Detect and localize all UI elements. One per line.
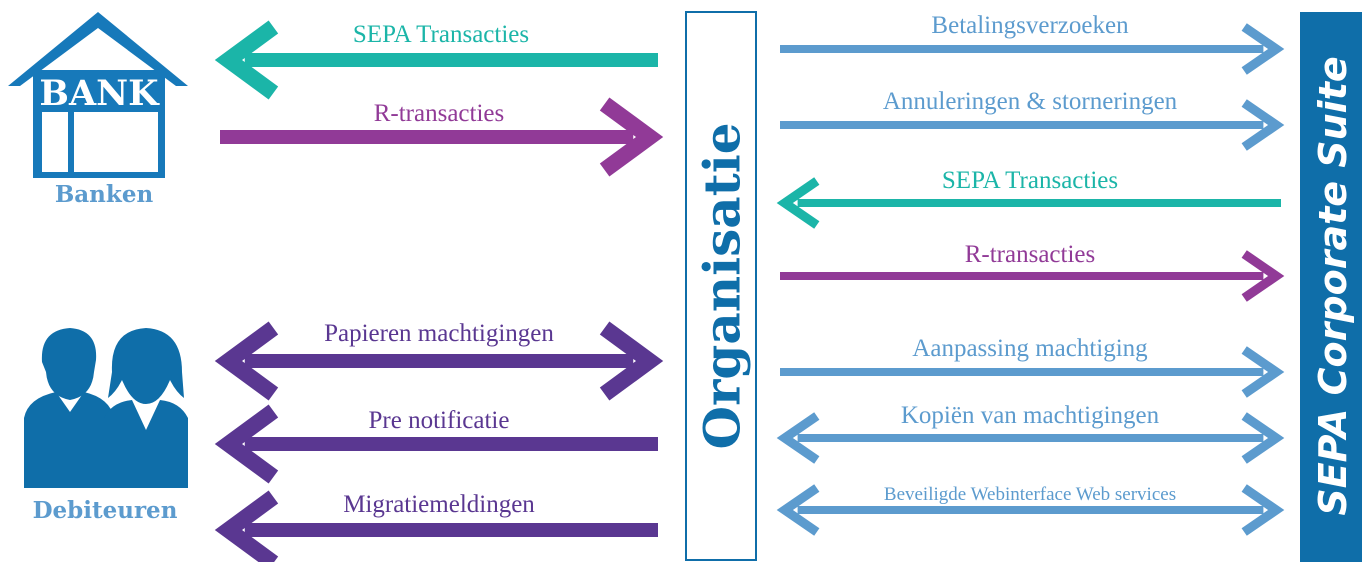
right-flow-label: SEPA Transacties xyxy=(942,167,1118,194)
left-flow-1: SEPA Transacties xyxy=(214,20,658,100)
left-flow-3: Papieren machtigingen xyxy=(214,320,664,401)
arrow-head-left xyxy=(214,490,279,562)
right-flow-label: Aanpassing machtiging xyxy=(912,335,1148,362)
bank-icon-text: BANK xyxy=(39,73,160,114)
arrow-shaft xyxy=(244,437,658,451)
suite-bar xyxy=(1300,12,1362,562)
organisation-box xyxy=(685,11,757,561)
arrow-right-flow-2 xyxy=(780,99,1285,151)
arrow-right-flow-1 xyxy=(780,23,1285,75)
organisation-label: Organisatie xyxy=(693,122,752,449)
arrow-left-flow-2 xyxy=(220,97,664,177)
arrow-head-left xyxy=(776,412,820,464)
arrow-head-right xyxy=(1241,484,1285,536)
arrow-head-left xyxy=(776,484,820,536)
arrow-shaft xyxy=(780,368,1264,376)
arrow-shaft xyxy=(797,199,1281,207)
suite-label: SEPA Corporate Suite xyxy=(1311,56,1355,515)
arrow-shaft xyxy=(780,121,1264,129)
arrow-left-flow-1 xyxy=(214,20,658,100)
arrow-shaft xyxy=(780,45,1264,53)
right-flow-2: Annuleringen & storneringen xyxy=(780,88,1285,151)
arrow-right-flow-6 xyxy=(776,412,1285,464)
arrow-head-right xyxy=(1241,412,1285,464)
left-flow-label: Migratiemeldingen xyxy=(343,491,535,518)
right-flow-6: Kopiën van machtigingen xyxy=(776,402,1285,464)
arrow-left-flow-4 xyxy=(214,404,658,484)
right-flow-5: Aanpassing machtiging xyxy=(780,335,1285,398)
left-flow-label: Pre notificatie xyxy=(369,407,510,434)
left-flow-label: Papieren machtigingen xyxy=(324,320,554,347)
left-flow-label: SEPA Transacties xyxy=(353,21,529,48)
right-flow-3: SEPA Transacties xyxy=(776,167,1281,229)
arrow-right-flow-4 xyxy=(780,250,1285,302)
arrow-shaft xyxy=(244,53,658,67)
right-flow-label: Kopiën van machtigingen xyxy=(901,402,1160,429)
arrow-head-left xyxy=(214,20,279,100)
arrow-head-right xyxy=(1241,250,1285,302)
left-flow-4: Pre notificatie xyxy=(214,404,658,484)
left-flow-2: R-transacties xyxy=(220,97,664,177)
arrow-left-flow-3 xyxy=(214,321,664,401)
left-flow-label: R-transacties xyxy=(374,100,505,127)
arrow-left-flow-5 xyxy=(214,490,658,562)
right-flow-label: Annuleringen & storneringen xyxy=(883,88,1178,115)
debtors-caption: Debiteuren xyxy=(33,497,178,524)
arrow-head-right xyxy=(599,97,664,177)
bank-caption: Banken xyxy=(55,181,154,208)
arrow-head-right xyxy=(1241,99,1285,151)
arrow-shaft xyxy=(244,354,634,368)
arrow-head-right xyxy=(1241,23,1285,75)
arrow-right-flow-7 xyxy=(776,484,1285,536)
people-icon xyxy=(24,328,188,488)
right-flow-4: R-transacties xyxy=(780,241,1285,302)
left-flow-5: Migratiemeldingen xyxy=(214,490,658,562)
arrow-shaft xyxy=(797,434,1264,442)
arrow-shaft xyxy=(780,272,1264,280)
arrow-shaft xyxy=(797,506,1264,514)
arrow-right-flow-5 xyxy=(780,346,1285,398)
right-flow-1: Betalingsverzoeken xyxy=(780,12,1285,75)
arrow-head-left xyxy=(214,321,279,401)
arrow-right-flow-3 xyxy=(776,177,1281,229)
arrow-head-left xyxy=(214,404,279,484)
arrow-shaft xyxy=(244,523,658,537)
right-flow-7: Beveiligde Webinterface Web services xyxy=(776,484,1285,536)
right-flow-label: Betalingsverzoeken xyxy=(931,12,1129,39)
arrow-head-left xyxy=(776,177,820,229)
arrow-head-right xyxy=(599,321,664,401)
arrow-head-right xyxy=(1241,346,1285,398)
right-flow-label: R-transacties xyxy=(965,241,1096,268)
arrow-shaft xyxy=(220,130,634,144)
bank-building-icon: BANK xyxy=(8,12,188,178)
right-flow-label: Beveiligde Webinterface Web services xyxy=(884,484,1176,505)
